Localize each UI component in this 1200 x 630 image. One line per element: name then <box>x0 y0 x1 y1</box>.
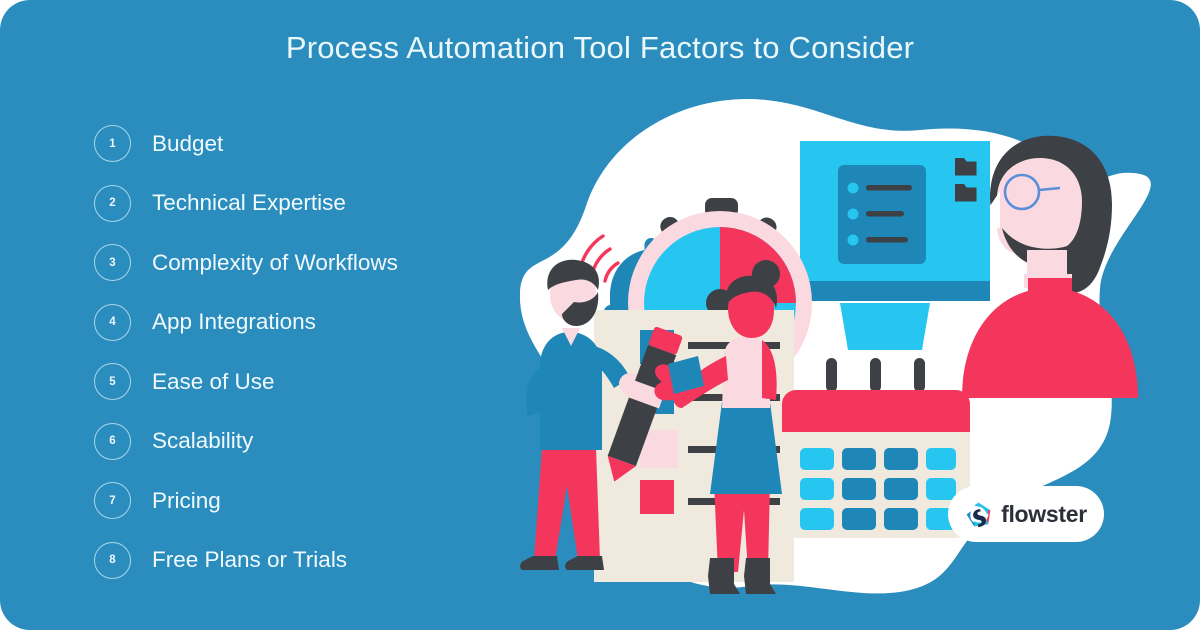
pencil-man-arm-right <box>590 346 630 388</box>
factor-number-badge: 5 <box>94 363 131 401</box>
woman-skirt <box>710 402 782 494</box>
pencil-man-sweater <box>540 332 602 450</box>
workflow-illustration <box>500 78 1200 630</box>
calendar-day-cell <box>800 478 834 500</box>
screen-checklist-rows <box>847 182 912 246</box>
flowster-logo-pill[interactable]: flowster <box>948 486 1104 542</box>
factor-item-free-plans-or-trials: 8 Free Plans or Trials <box>94 531 514 591</box>
factor-number-badge: 4 <box>94 303 131 341</box>
factor-item-ease-of-use: 5 Ease of Use <box>94 352 514 412</box>
pencil-man-shoe-right <box>565 556 604 570</box>
factor-label: Pricing <box>152 487 221 513</box>
calendar-ring-3 <box>914 358 925 392</box>
factor-number-badge: 2 <box>94 184 131 222</box>
pencil-eraser <box>648 327 683 355</box>
pencil-man-shoe-left <box>520 556 559 570</box>
bearded-man-illustration <box>962 135 1138 398</box>
calendar-ring-1 <box>826 358 837 392</box>
factor-label: Budget <box>152 130 224 156</box>
calendar-day-cell <box>842 448 876 470</box>
screen-folder-icons <box>955 158 977 202</box>
flowster-swirl-icon <box>966 502 991 527</box>
pencil-man-hair <box>547 259 600 290</box>
factor-number-badge: 1 <box>94 125 131 163</box>
factor-number-badge: 3 <box>94 244 131 282</box>
calendar-day-cell <box>842 508 876 530</box>
man-nose-negative <box>990 191 1000 228</box>
calendar-day-cell <box>800 508 834 530</box>
woman-with-card-illustration <box>654 260 782 594</box>
calendar-day-cell <box>884 478 918 500</box>
woman-sleeve <box>762 340 777 400</box>
calendar-day-cell <box>842 478 876 500</box>
factor-label: Scalability <box>152 428 254 454</box>
factor-number-badge: 7 <box>94 482 131 520</box>
factor-label: Free Plans or Trials <box>152 547 348 573</box>
woman-boot-right <box>744 558 776 594</box>
factor-item-complexity-of-workflows: 3 Complexity of Workflows <box>94 233 514 293</box>
man-torso <box>962 278 1138 398</box>
factor-label: App Integrations <box>152 309 316 335</box>
factor-item-scalability: 6 Scalability <box>94 412 514 472</box>
page-title: Process Automation Tool Factors to Consi… <box>285 30 915 65</box>
factor-number-badge: 8 <box>94 541 131 579</box>
woman-legs <box>714 482 770 572</box>
factor-label: Ease of Use <box>152 368 275 394</box>
factor-item-app-integrations: 4 App Integrations <box>94 293 514 353</box>
calendar-ring-2 <box>870 358 881 392</box>
factor-number-badge: 6 <box>94 422 131 460</box>
calendar-icon <box>782 358 970 538</box>
calendar-header <box>782 390 970 432</box>
factor-item-budget: 1 Budget <box>94 114 514 174</box>
woman-hair-bun <box>752 260 780 288</box>
factor-label: Technical Expertise <box>152 190 346 216</box>
pencil-man-pants <box>534 448 600 560</box>
factor-item-pricing: 7 Pricing <box>94 471 514 531</box>
man-ear <box>1055 197 1077 219</box>
calendar-day-cell <box>800 448 834 470</box>
pencil-man-arm-left <box>526 368 540 416</box>
woman-boot-left <box>708 558 740 594</box>
factor-list: 1 Budget 2 Technical Expertise 3 Complex… <box>94 114 514 590</box>
monitor-stand <box>840 303 930 350</box>
calendar-day-cell <box>926 448 956 470</box>
pencil-grip <box>627 379 666 409</box>
checklist-box-4 <box>640 480 674 514</box>
pencil-man-beard <box>562 292 599 326</box>
woman-card <box>668 356 704 394</box>
man-glasses-icon <box>1003 173 1061 211</box>
calendar-day-cell <box>884 508 918 530</box>
pencil-tip <box>607 455 636 482</box>
calendar-day-cell <box>884 448 918 470</box>
desktop-monitor-icon <box>800 141 990 350</box>
man-face <box>997 158 1082 254</box>
woman-top <box>722 336 770 408</box>
factor-label: Complexity of Workflows <box>152 249 398 275</box>
calendar-day-cell <box>926 478 956 500</box>
pencil-man-collar <box>562 328 580 346</box>
flowster-wordmark: flowster <box>1001 500 1087 527</box>
factor-item-technical-expertise: 2 Technical Expertise <box>94 174 514 234</box>
monitor-bezel <box>800 281 990 301</box>
woman-face <box>728 284 774 338</box>
